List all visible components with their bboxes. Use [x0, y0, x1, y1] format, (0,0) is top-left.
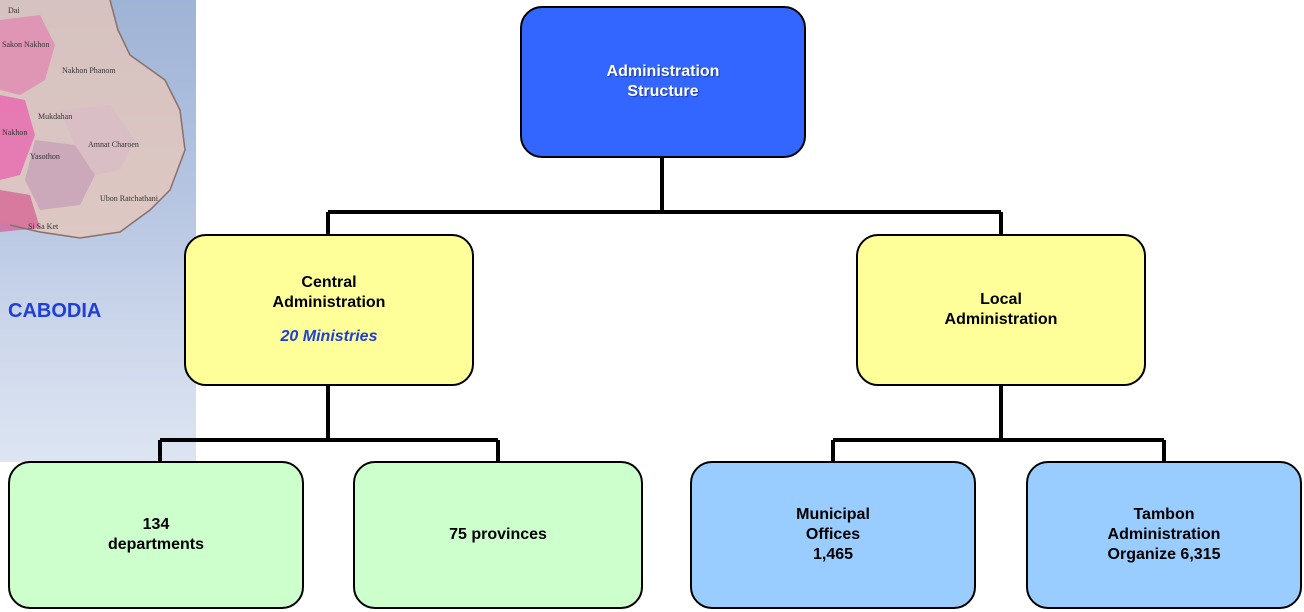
map-place-label: Amnat Charoen	[88, 140, 139, 149]
provinces-node: 75 provinces	[353, 461, 643, 609]
municipal-offices-node: Municipal Offices 1,465	[690, 461, 976, 609]
map-place-label: Sakon Nakhon	[2, 40, 50, 49]
node-label: 134 departments	[107, 516, 205, 553]
tambon-administration-node: Tambon Administration Organize 6,315	[1026, 461, 1302, 609]
map-place-label: Yasothon	[30, 152, 60, 161]
map-place-label: Ubon Ratchathani	[100, 194, 158, 203]
node-label: Municipal Offices 1,465	[796, 506, 870, 563]
map-place-label: Si Sa Ket	[28, 222, 59, 231]
map-place-label: Nakhon Phanom	[62, 66, 116, 75]
local-administration-node: Local Administration	[856, 234, 1146, 386]
country-label: CABODIA	[8, 300, 102, 322]
central-administration-node: Central Administration 20 Ministries	[184, 234, 474, 386]
departments-node: 134 departments	[8, 461, 304, 609]
map-place-label: Mukdahan	[38, 112, 73, 121]
node-label: 75 provinces	[449, 526, 547, 543]
map-place-label: Dai	[8, 6, 20, 15]
node-label: Central Administration	[272, 274, 386, 311]
node-label: Tambon Administration Organize 6,315	[1107, 506, 1221, 563]
ministries-count: 20 Ministries	[280, 328, 378, 345]
map-place-label: Nakhon	[2, 128, 28, 137]
node-label: Administration Structure	[606, 63, 720, 100]
map-image	[0, 0, 186, 239]
background-map: Dai Sakon Nakhon Nakhon Phanom Mukdahan …	[0, 0, 196, 462]
node-label: Local Administration	[944, 291, 1058, 328]
administration-structure-node: Administration Structure	[520, 6, 806, 158]
